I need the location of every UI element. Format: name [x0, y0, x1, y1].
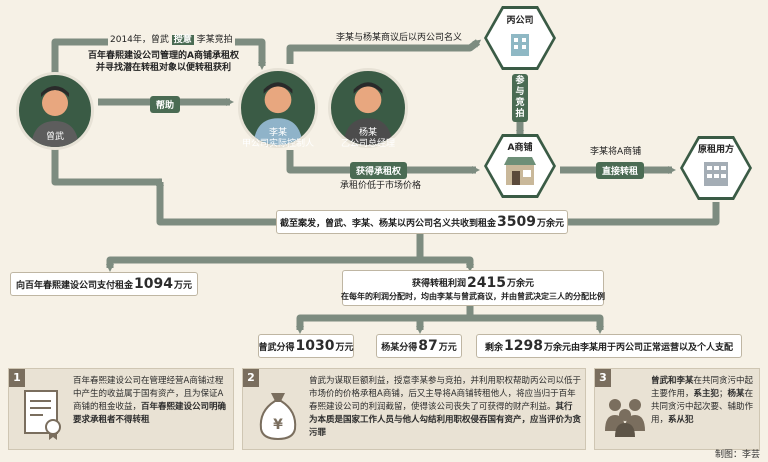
note-text-1: 百年春熙建设公司在管理经营A商铺过程中产生的收益属于国有资产，且为保证A商铺的租… [73, 375, 229, 427]
sublet-label: 直接转租 [596, 162, 645, 179]
total-text-b: 万余元 [536, 218, 564, 229]
instruct-badge: 授意 [171, 35, 194, 45]
note-panel-3: 3 曾武和李某在共同贪污中起主要作用，系主犯；杨某在共同贪污中起次要、辅助作用，… [594, 368, 760, 450]
note-number-2: 2 [243, 369, 259, 387]
certificate-icon [24, 390, 61, 440]
obtain-label: 获得承租权 [350, 162, 408, 179]
rest-text-a: 剩余 [485, 342, 504, 353]
note-panel-2: 2 ¥ 曾武为谋取巨额利益，授意李某参与竞拍，并利用职权帮助丙公司以低于市场价的… [242, 368, 586, 450]
money-bag-icon: ¥ [259, 393, 297, 441]
arrow-profit [420, 256, 474, 272]
li-role: 甲公司实际控制人 [241, 139, 314, 149]
profit-text-b: 万余元 [506, 279, 534, 289]
note-1-body: 百年春熙建设公司在管理经营A商铺过程中产生的收益属于国有资产，且为保证A商铺的租… [73, 376, 224, 412]
total-text-a: 截至案发，曾武、李某、杨某以丙公司名义共收到租金 [280, 218, 497, 229]
note-3-emph-1: 曾武和李某 [651, 376, 694, 386]
li-name: 李某 [268, 128, 287, 138]
yang-share-text-a: 杨某分得 [381, 342, 418, 353]
li-avatar [238, 68, 318, 148]
bing-label: 丙公司 [506, 16, 534, 26]
arrow-yang-share [416, 314, 470, 334]
help-label: 帮助 [150, 96, 181, 113]
note-number-1: 1 [9, 369, 25, 387]
zeng-share-box: 曾武分得 1030 万元 [258, 334, 354, 358]
note-panel-1: 1 百年春熙建设公司在管理经营A商铺过程中产生的收益属于国有资产，且为保证A商铺… [8, 368, 234, 450]
instruct-text-a: 2014年，曾武 [110, 35, 169, 45]
shop-icon [504, 157, 536, 185]
shop-label: A商铺 [507, 143, 533, 153]
note-text-2: 曾武为谋取巨额利益，授意李某参与竞拍，并利用职权帮助丙公司以低于市场价的价格承租… [309, 375, 581, 440]
rest-share-box: 剩余 1298 万余元由李某用于丙公司正常运营以及个人支配 [476, 334, 742, 358]
office-building-icon [704, 162, 728, 186]
li-caption: 李某 甲公司实际控制人 [232, 128, 324, 150]
profit-number: 2415 [467, 274, 506, 291]
total-number: 3509 [497, 214, 536, 230]
note-2-emphasis: 其行为本质是国家工作人员与他人勾结利用职权侵吞国有资产，应当评价为贪污罪 [309, 402, 582, 438]
person-icon [31, 86, 79, 147]
note-3-emph-3: 杨某 [727, 389, 745, 399]
note-3-emph-2: 系主犯 [693, 389, 720, 399]
note-text-3: 曾武和李某在共同贪污中起主要作用，系主犯；杨某在共同贪污中起次要、辅助作用，系从… [651, 375, 755, 427]
below-market-text: 承租价低于市场价格 [340, 181, 422, 191]
svg-text:¥: ¥ [273, 417, 283, 433]
total-box: 截至案发，曾武、李某、杨某以丙公司名义共收到租金 3509 万余元 [276, 210, 568, 234]
zeng-avatar [16, 72, 94, 150]
tenant-label: 原租用方 [697, 145, 734, 155]
yang-share-number: 87 [418, 338, 438, 354]
person-icon [253, 82, 303, 145]
instruct-label: 2014年，曾武 授意 李某竞拍 [108, 34, 235, 46]
instruct-line2: 百年春熙建设公司管理的A商铺承租权 [88, 51, 239, 61]
profit-headline: 获得转租利润 2415 万余元 [412, 275, 534, 291]
arrow-zeng-share [296, 304, 474, 334]
yang-avatar [328, 68, 408, 148]
rest-text-b: 万余元由李某用于丙公司正常运营以及个人支配 [543, 342, 733, 353]
sublet-desc: 李某将A商铺 [590, 147, 642, 157]
zeng-name: 曾武 [45, 132, 64, 142]
bid-label: 参与竞拍 [512, 74, 528, 122]
credit-text: 制图：李芸 [714, 450, 760, 460]
negotiate-label: 李某与杨某商议后以丙公司名义 [334, 32, 465, 44]
yang-role: 乙公司总经理 [340, 139, 395, 149]
pay-text-a: 向百年春熙建设公司支付租金 [16, 280, 134, 291]
arrow-obtain [286, 150, 480, 174]
pay-number: 1094 [134, 276, 173, 292]
instruct-text-c: 李某竞拍 [196, 35, 233, 45]
arrow-to-bing [286, 39, 482, 64]
building-icon [511, 34, 529, 56]
yang-share-box: 杨某分得 87 万元 [376, 334, 462, 358]
note-3-text-1: 在共同贪污中起主要作用， [651, 376, 754, 399]
instruct-line3: 并寻找潜在转租对象以便转租获利 [96, 63, 232, 73]
arrow-rest-share [470, 314, 604, 334]
note-2-body: 曾武为谋取巨额利益，授意李某参与竞拍，并利用职权帮助丙公司以低于市场价的价格承租… [309, 376, 582, 412]
pay-box: 向百年春熙建设公司支付租金 1094 万元 [10, 272, 198, 296]
note-3-text-2: ； [719, 389, 728, 399]
person-icon [343, 82, 393, 145]
note-number-3: 3 [595, 369, 611, 387]
rest-number: 1298 [504, 338, 543, 354]
group-people-icon [605, 399, 645, 437]
zeng-share-text-a: 曾武分得 [258, 342, 295, 353]
note-1-emphasis: 百年春熙建设公司明确要求承租者不得转租 [73, 402, 227, 425]
note-3-emph-4: 系从犯 [668, 415, 694, 425]
yang-share-text-b: 万元 [438, 342, 457, 353]
yang-caption: 杨某 乙公司总经理 [322, 128, 414, 150]
arrow-pay [106, 232, 424, 272]
profit-desc: 在每年的利润分配时，均由李某与曾武商议，并由曾武决定三人的分配比例 [341, 291, 605, 301]
profit-text-a: 获得转租利润 [412, 279, 467, 289]
yang-name: 杨某 [358, 128, 377, 138]
pay-text-b: 万元 [173, 280, 192, 291]
note-3-text-3: 在共同贪污中起次要、辅助作用， [651, 389, 754, 425]
zeng-share-number: 1030 [295, 338, 335, 354]
profit-box: 获得转租利润 2415 万余元 在每年的利润分配时，均由李某与曾武商议，并由曾武… [341, 270, 605, 306]
zeng-share-text-b: 万元 [335, 342, 354, 353]
